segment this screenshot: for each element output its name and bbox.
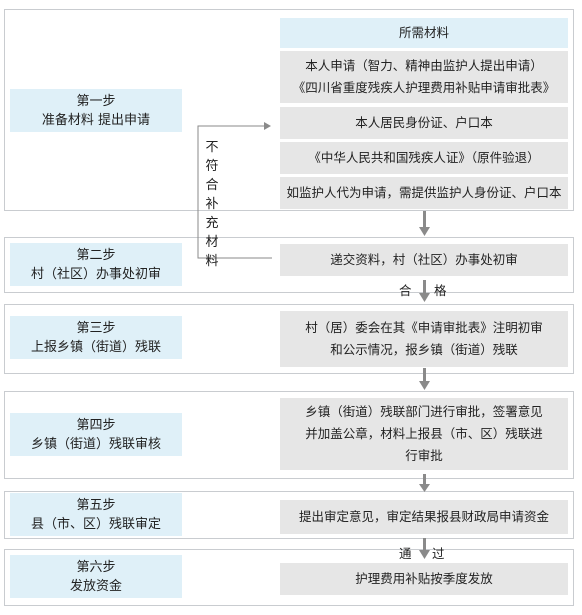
step3-title: 第三步 bbox=[76, 320, 116, 336]
not-qualified-char: 补 bbox=[205, 197, 219, 212]
step1-subtitle: 准备材料 提出申请 bbox=[41, 112, 151, 128]
material-item-3-text: 《中华人民共和国残疾人证》（原件验退） bbox=[308, 150, 540, 165]
pass-label-right: 过 bbox=[432, 546, 445, 561]
step1-title: 第一步 bbox=[76, 93, 116, 109]
not-qualified-char: 符 bbox=[205, 159, 219, 174]
step4-title: 第四步 bbox=[76, 417, 116, 433]
step2-title: 第二步 bbox=[76, 247, 116, 263]
action-step3-line1: 村（居）委会在其《申请审批表》注明初审 bbox=[305, 320, 543, 335]
qualified-label-left: 合 bbox=[399, 283, 412, 298]
materials-header-text: 所需材料 bbox=[398, 25, 449, 40]
down-arrow-1 bbox=[419, 211, 430, 236]
material-item-2: 本人居民身份证、户口本 bbox=[280, 107, 568, 139]
action-step6: 护理费用补贴按季度发放 bbox=[280, 563, 568, 595]
material-item-1-line1: 本人申请（智力、精神由监护人提出申请） bbox=[305, 58, 543, 73]
not-qualified-char: 合 bbox=[205, 178, 219, 193]
action-step6-text: 护理费用补贴按季度发放 bbox=[355, 571, 493, 586]
step6-title: 第六步 bbox=[76, 559, 116, 575]
step6-subtitle: 发放资金 bbox=[69, 578, 122, 594]
material-item-1-line2: 《四川省重度残疾人护理费用补贴申请审批表》 bbox=[292, 80, 556, 95]
action-step5: 提出审定意见，审定结果报县财政局申请资金 bbox=[280, 500, 568, 534]
step3-label: 第三步 上报乡镇（街道）残联 bbox=[10, 316, 182, 359]
material-item-3: 《中华人民共和国残疾人证》（原件验退） bbox=[280, 142, 568, 174]
action-step5-text: 提出审定意见，审定结果报县财政局申请资金 bbox=[298, 509, 549, 524]
pass-label-left: 通 bbox=[399, 546, 412, 561]
step6-label: 第六步 发放资金 bbox=[10, 555, 182, 598]
step1-label: 第一步 准备材料 提出申请 bbox=[10, 89, 182, 132]
action-step4-line3: 行审批 bbox=[405, 448, 443, 463]
action-step3-line2: 和公示情况，报乡镇（街道）残联 bbox=[330, 342, 518, 357]
material-item-1: 本人申请（智力、精神由监护人提出申请） 《四川省重度残疾人护理费用补贴申请审批表… bbox=[280, 51, 568, 103]
step5-subtitle: 县（市、区）残联审定 bbox=[30, 516, 161, 532]
step2-subtitle: 村（社区）办事处初审 bbox=[30, 266, 161, 282]
step4-label: 第四步 乡镇（街道）残联审核 bbox=[10, 413, 182, 456]
step2-label: 第二步 村（社区）办事处初审 bbox=[10, 243, 182, 286]
action-step2-text: 递交资料，村（社区）办事处初审 bbox=[330, 252, 518, 267]
action-step4-line2: 并加盖公章，材料上报县（市、区）残联进 bbox=[305, 426, 543, 441]
step5-label: 第五步 县（市、区）残联审定 bbox=[10, 493, 182, 536]
step5-title: 第五步 bbox=[76, 497, 116, 513]
action-step2: 递交资料，村（社区）办事处初审 bbox=[280, 244, 568, 276]
not-qualified-char: 料 bbox=[205, 254, 219, 269]
action-step3: 村（居）委会在其《申请审批表》注明初审 和公示情况，报乡镇（街道）残联 bbox=[280, 311, 568, 367]
not-qualified-label: 不 符 合 补 充 材 料 bbox=[203, 138, 221, 271]
materials-header: 所需材料 bbox=[280, 18, 568, 48]
not-qualified-char: 充 bbox=[205, 216, 219, 231]
step3-subtitle: 上报乡镇（街道）残联 bbox=[30, 339, 161, 355]
material-item-2-text: 本人居民身份证、户口本 bbox=[355, 115, 493, 130]
action-step4: 乡镇（街道）残联部门进行审批，签署意见 并加盖公章，材料上报县（市、区）残联进 … bbox=[280, 398, 568, 470]
material-item-4-text: 如监护人代为申请，需提供监护人身份证、户口本 bbox=[286, 185, 562, 200]
material-item-4: 如监护人代为申请，需提供监护人身份证、户口本 bbox=[280, 177, 568, 209]
qualified-label-right: 格 bbox=[434, 283, 447, 298]
action-step4-line1: 乡镇（街道）残联部门进行审批，签署意见 bbox=[305, 404, 543, 419]
not-qualified-char: 不 bbox=[205, 140, 219, 155]
not-qualified-char: 材 bbox=[205, 235, 219, 250]
step4-subtitle: 乡镇（街道）残联审核 bbox=[30, 436, 161, 452]
